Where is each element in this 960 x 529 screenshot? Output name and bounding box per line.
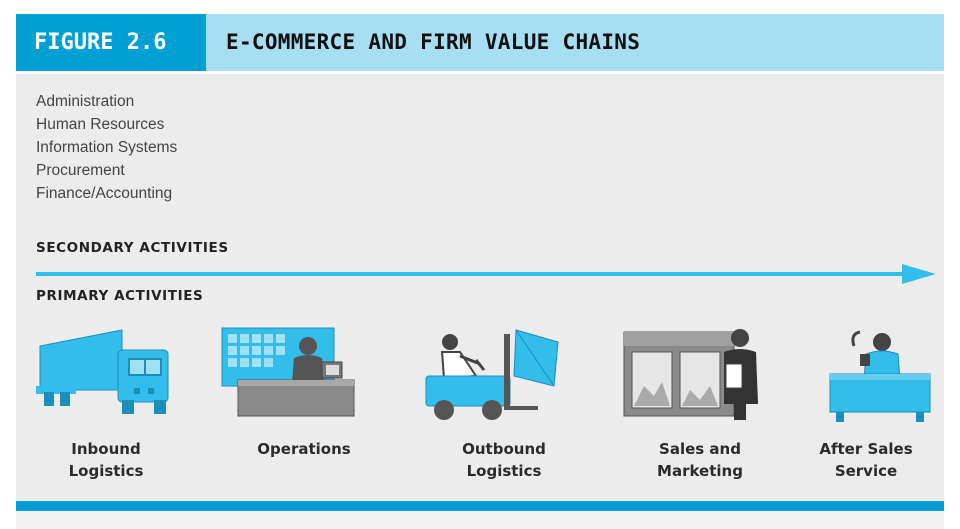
truck-icon	[30, 324, 180, 424]
figure-number: FIGURE 2.6	[16, 14, 206, 71]
diagram-panel: Administration Human Resources Informati…	[16, 74, 944, 501]
list-item: Finance/Accounting	[36, 185, 173, 202]
activity-label-inbound: Inbound Logistics	[68, 440, 144, 480]
secondary-activities-list: Administration Human Resources Informati…	[36, 90, 177, 205]
factory-worker-icon	[220, 324, 370, 424]
activity-label-sales-marketing: Sales and Marketing	[657, 440, 743, 480]
list-item: Human Resources	[36, 116, 165, 133]
caption-area	[16, 511, 944, 529]
forklift-icon	[420, 324, 570, 424]
secondary-activities-heading: SECONDARY ACTIVITIES	[36, 240, 229, 256]
figure-header: FIGURE 2.6 E-COMMERCE AND FIRM VALUE CHA…	[0, 0, 960, 74]
list-item: Administration	[36, 93, 135, 110]
activity-label-after-sales: After Sales Service	[819, 440, 913, 480]
list-item: Information Systems	[36, 139, 178, 156]
service-desk-icon	[820, 324, 960, 424]
primary-activities-heading: PRIMARY ACTIVITIES	[36, 288, 204, 304]
figure-title: E-COMMERCE AND FIRM VALUE CHAINS	[206, 14, 944, 71]
list-item: Procurement	[36, 162, 125, 179]
salesperson-icon	[620, 324, 770, 424]
panel-bottom-border	[16, 501, 944, 511]
activity-label-outbound: Outbound Logistics	[462, 440, 546, 480]
activity-label-operations: Operations	[257, 440, 351, 458]
value-chain-arrow	[36, 264, 936, 284]
